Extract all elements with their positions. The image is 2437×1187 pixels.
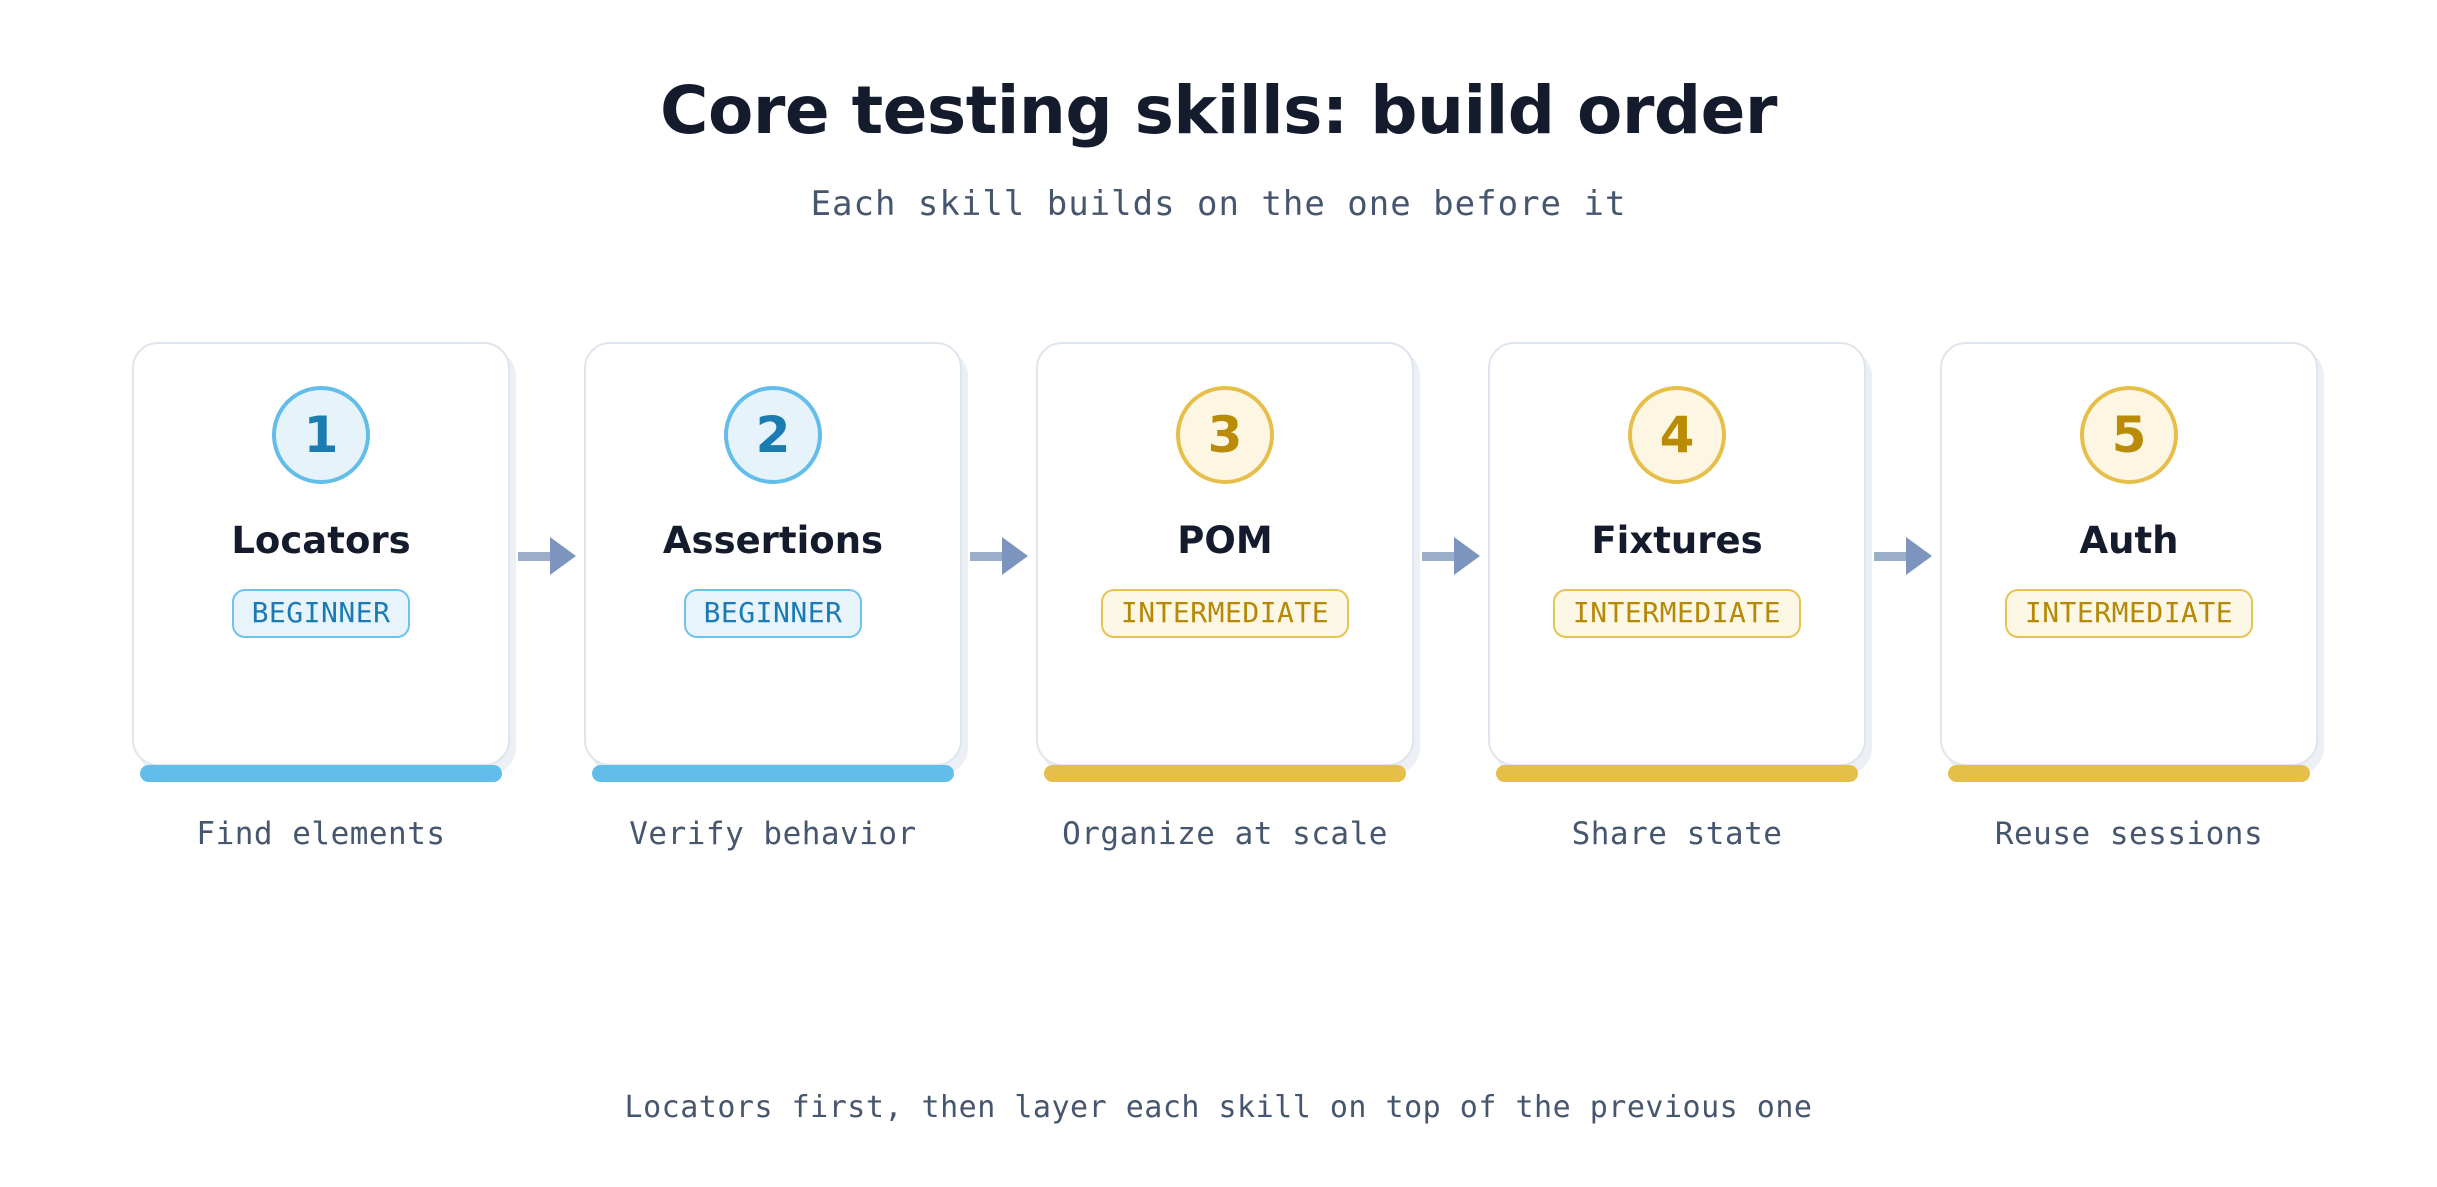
card-body: 5 Auth INTERMEDIATE [1940, 342, 2318, 766]
card-body: 4 Fixtures INTERMEDIATE [1488, 342, 1866, 766]
step-number-badge: 4 [1628, 386, 1726, 484]
arrow-right-icon [1002, 537, 1028, 575]
step-number-badge: 3 [1176, 386, 1274, 484]
arrow-shaft [518, 552, 556, 561]
caption-row: Find elements Verify behavior Organize a… [132, 816, 2312, 853]
card-body: 3 POM INTERMEDIATE [1036, 342, 1414, 766]
level-badge: BEGINNER [231, 589, 411, 639]
card-accent-bar [1496, 765, 1858, 782]
arrow-right-icon [550, 537, 576, 575]
skill-flow-row: 1 Locators BEGINNER 2 Assertions BEGINNE… [132, 342, 2318, 802]
flow-arrow-3 [1414, 342, 1488, 782]
skill-title: Assertions [662, 519, 884, 562]
arrow-right-icon [1454, 537, 1480, 575]
footer-note: Locators first, then layer each skill on… [624, 1090, 1813, 1125]
skill-card-auth[interactable]: 5 Auth INTERMEDIATE [1940, 342, 2318, 782]
page-subtitle: Each skill builds on the one before it [810, 184, 1627, 224]
flow-arrow-1 [510, 342, 584, 782]
arrow-shaft [1422, 552, 1460, 561]
step-number-badge: 2 [724, 386, 822, 484]
skill-card-locators[interactable]: 1 Locators BEGINNER [132, 342, 510, 782]
card-body: 1 Locators BEGINNER [132, 342, 510, 766]
card-accent-bar [1948, 765, 2310, 782]
skill-card-fixtures[interactable]: 4 Fixtures INTERMEDIATE [1488, 342, 1866, 782]
flow-arrow-2 [962, 342, 1036, 782]
level-badge: INTERMEDIATE [2004, 589, 2254, 639]
card-body: 2 Assertions BEGINNER [584, 342, 962, 766]
flow-arrow-4 [1866, 342, 1940, 782]
arrow-right-icon [1906, 537, 1932, 575]
skill-card-assertions[interactable]: 2 Assertions BEGINNER [584, 342, 962, 782]
level-badge: INTERMEDIATE [1100, 589, 1350, 639]
step-number-badge: 5 [2080, 386, 2178, 484]
page-title: Core testing skills: build order [660, 72, 1777, 149]
card-accent-bar [592, 765, 954, 782]
card-accent-bar [1044, 765, 1406, 782]
skill-title: Locators [231, 519, 411, 562]
skill-caption-assertions: Verify behavior [629, 816, 917, 852]
header: Core testing skills: build order Each sk… [0, 72, 2437, 225]
arrow-shaft [970, 552, 1008, 561]
skill-title: Auth [2079, 519, 2179, 562]
level-badge: BEGINNER [683, 589, 863, 639]
skill-title: Fixtures [1591, 519, 1763, 562]
skill-title: POM [1177, 519, 1273, 562]
skill-caption-locators: Find elements [196, 816, 446, 852]
skill-card-pom[interactable]: 3 POM INTERMEDIATE [1036, 342, 1414, 782]
skill-caption-auth: Reuse sessions [1994, 816, 2264, 852]
skill-caption-fixtures: Share state [1571, 816, 1783, 852]
step-number-badge: 1 [272, 386, 370, 484]
skill-caption-pom: Organize at scale [1062, 816, 1388, 852]
card-accent-bar [140, 765, 502, 782]
level-badge: INTERMEDIATE [1552, 589, 1802, 639]
arrow-shaft [1874, 552, 1912, 561]
